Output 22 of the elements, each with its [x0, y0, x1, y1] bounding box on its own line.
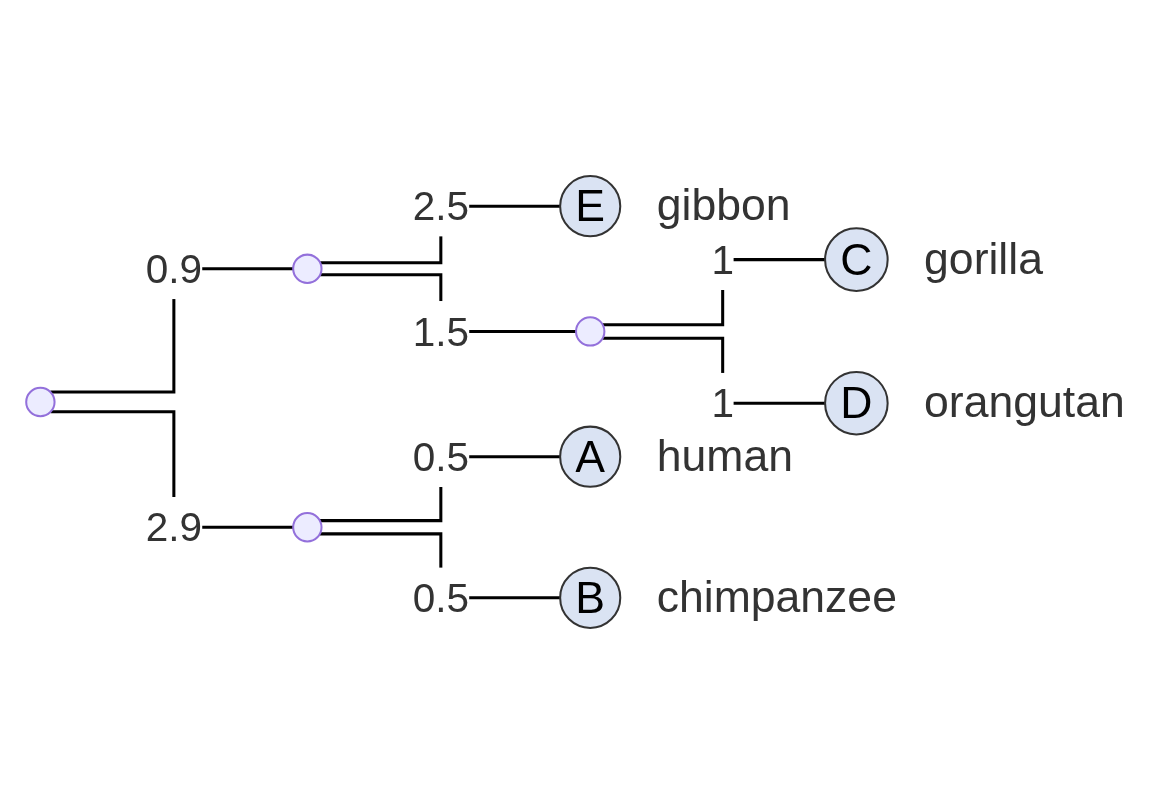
species-label: gorilla [924, 233, 1043, 283]
edge-label: 0.5 [412, 434, 469, 479]
edge-label: 1 [711, 380, 734, 426]
edge-label: 2.5 [412, 183, 469, 229]
edge-label: 2.9 [145, 504, 203, 550]
edge-label: 1.5 [412, 309, 469, 354]
species-label: chimpanzee [656, 572, 897, 621]
edge-label: 0.5 [412, 575, 469, 621]
node-circle: C [824, 227, 889, 292]
species-label: gibbon [656, 180, 791, 230]
edge-label: 0.9 [145, 246, 203, 292]
edge-label: 1 [711, 237, 734, 282]
species-label: orangutan [924, 377, 1125, 427]
species-label: human [656, 430, 793, 480]
node-circle [292, 253, 323, 284]
node-circle: B [559, 566, 622, 629]
node-circle: D [824, 370, 889, 436]
node-circle [25, 386, 56, 418]
node-circle: E [559, 175, 622, 238]
node-circle [292, 512, 323, 543]
node-circle [575, 316, 606, 347]
node-circle: A [559, 425, 622, 488]
